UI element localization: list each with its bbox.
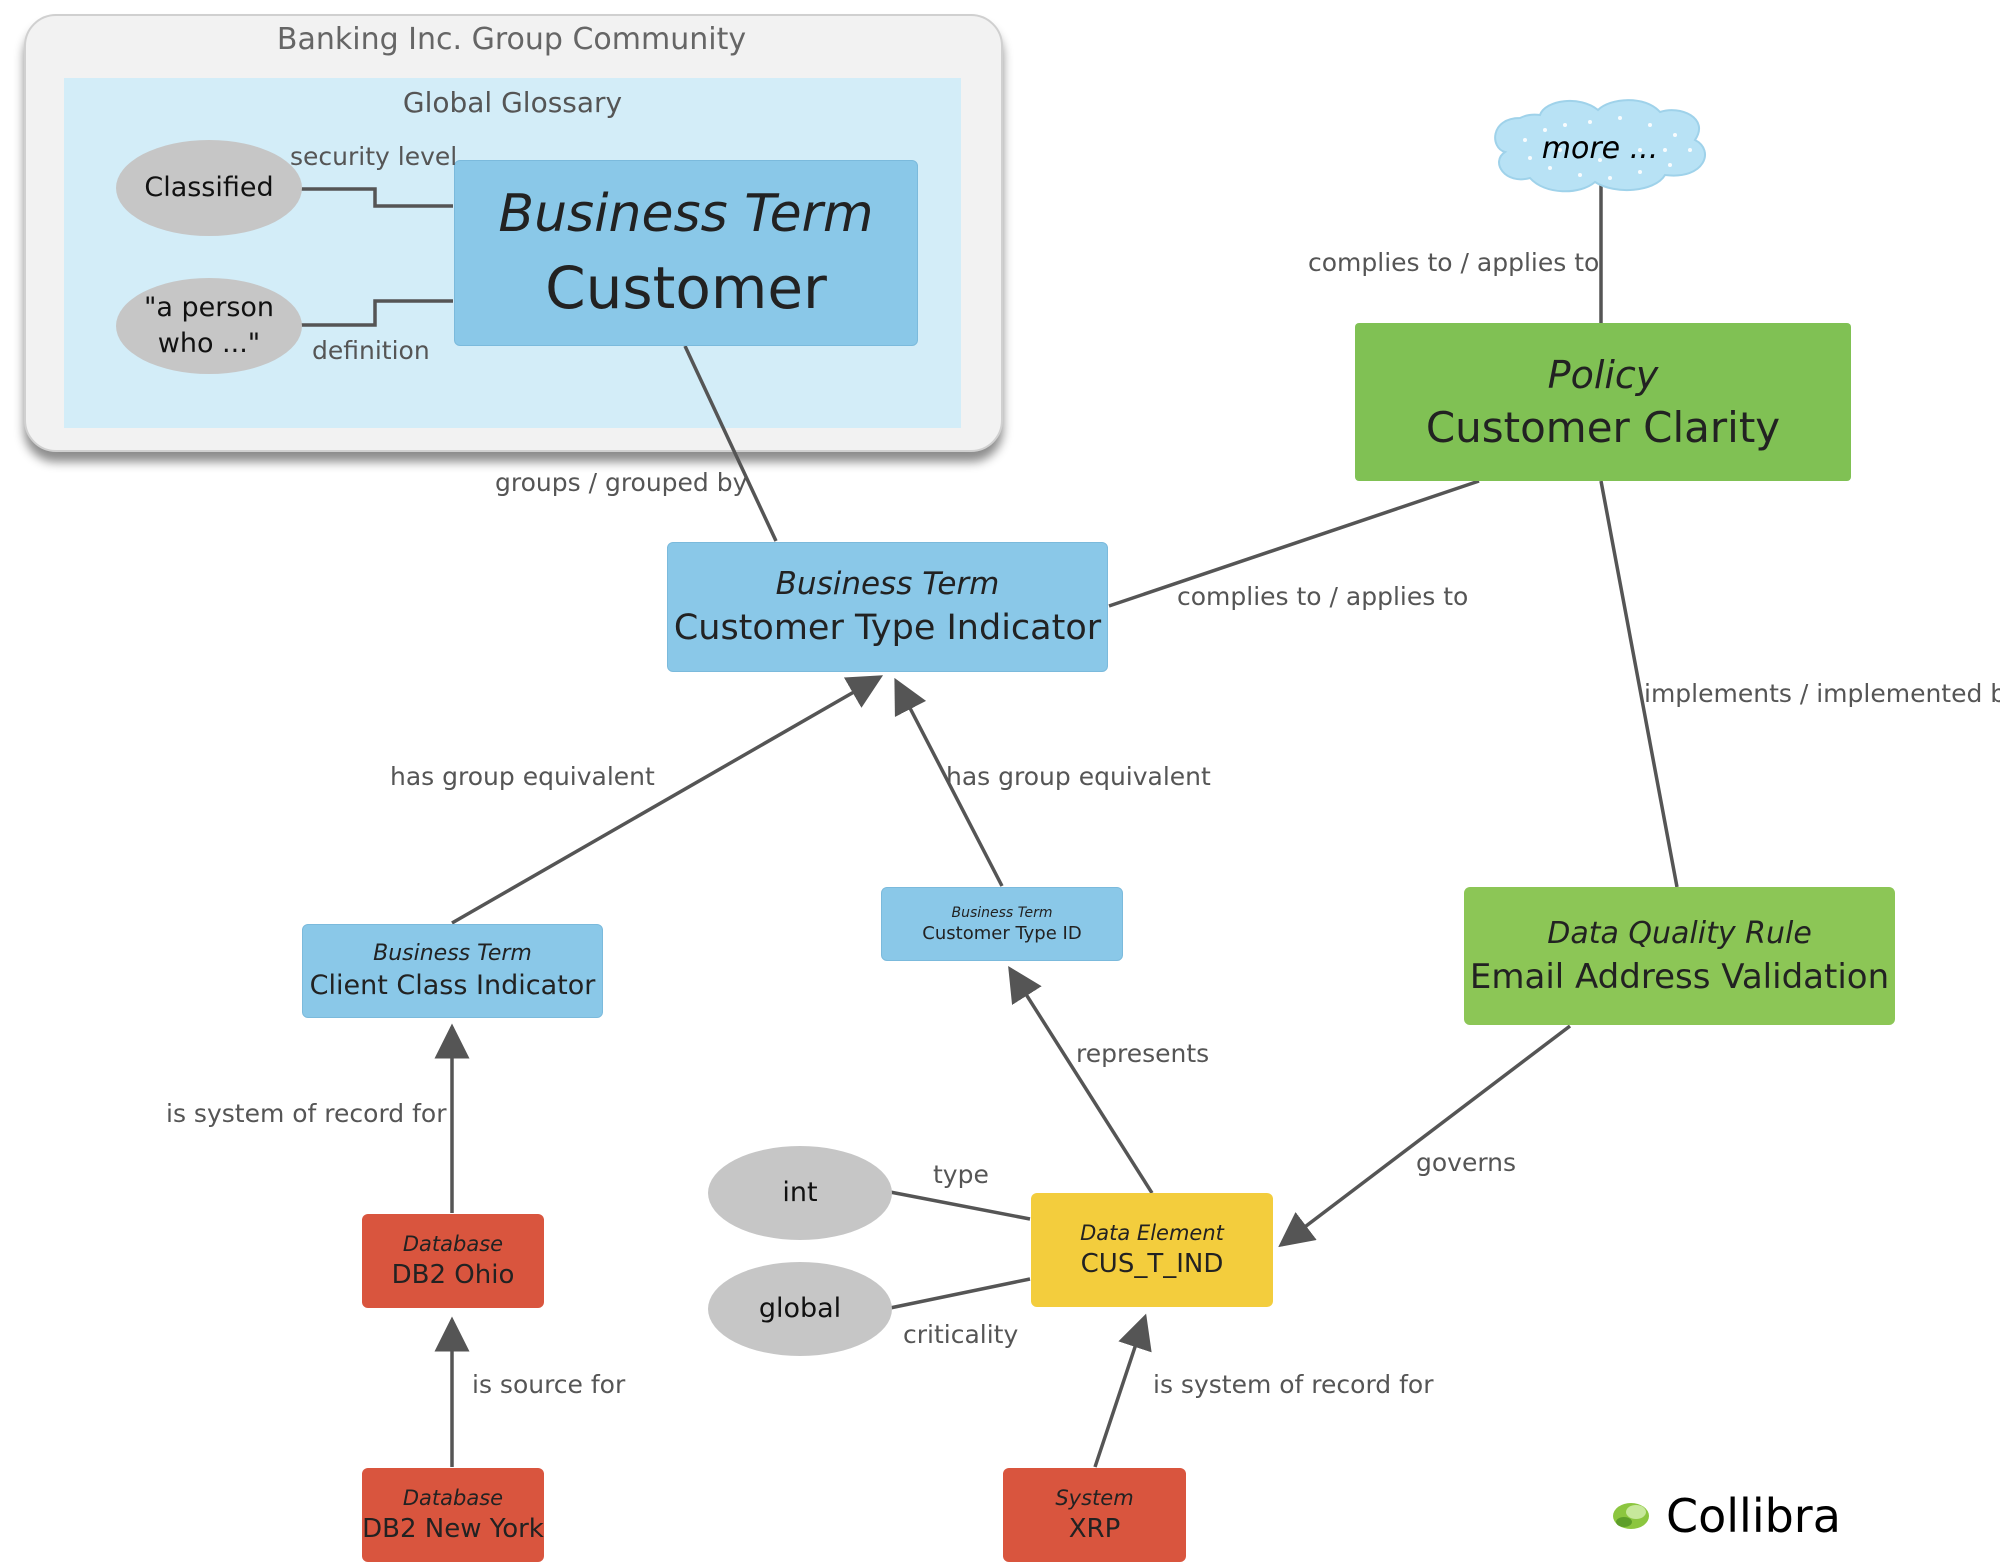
cloud-shape: [1494, 99, 1706, 193]
attr-classified: Classified: [116, 140, 302, 236]
node-business-term-client-class-indicator[interactable]: Business Term Client Class Indicator: [302, 924, 603, 1018]
relation-label-governs: governs: [1416, 1148, 1517, 1177]
attr-classified-label: Classified: [144, 171, 274, 203]
relation-label-criticality: criticality: [903, 1320, 1019, 1349]
node-name: DB2 Ohio: [391, 1260, 515, 1290]
attr-int: int: [708, 1146, 892, 1240]
node-data-quality-rule-email-validation[interactable]: Data Quality Rule Email Address Validati…: [1464, 887, 1895, 1025]
edge-definition: [300, 299, 453, 327]
relation-label-has-group-equiv-left: has group equivalent: [390, 762, 655, 791]
relation-label-has-group-equiv-right: has group equivalent: [946, 762, 1211, 791]
node-type: Data Element: [1080, 1221, 1224, 1245]
relation-label-represents: represents: [1076, 1039, 1210, 1068]
edge-implements: [1599, 480, 1679, 888]
attr-int-label: int: [782, 1176, 818, 1208]
edge-complies-mid: [1108, 479, 1480, 608]
relation-label-is-source-for: is source for: [472, 1370, 626, 1399]
node-policy-customer-clarity[interactable]: Policy Customer Clarity: [1355, 323, 1851, 481]
edge-criticality: [889, 1277, 1031, 1310]
relation-label-type: type: [933, 1160, 989, 1189]
node-type: Business Term: [498, 184, 874, 244]
edge-groups: [683, 345, 778, 542]
relation-label-complies-top: complies to / applies to: [1308, 248, 1600, 277]
node-business-term-customer-type-id[interactable]: Business Term Customer Type ID: [881, 887, 1123, 961]
edge-type: [889, 1190, 1031, 1221]
relation-label-implements: implements / implemented by: [1644, 679, 2000, 708]
edge-represents: [1008, 966, 1154, 1194]
attr-global: global: [708, 1262, 892, 1356]
attr-global-label: global: [758, 1292, 842, 1324]
node-name: Customer Clarity: [1425, 402, 1781, 452]
node-type: Database: [402, 1232, 504, 1256]
node-name: Email Address Validation: [1469, 956, 1890, 997]
relation-label-definition: definition: [312, 336, 430, 365]
attr-definition-line1: "a person: [143, 291, 275, 323]
glossary-title: Global Glossary: [402, 86, 623, 119]
node-type: Business Term: [775, 566, 1000, 602]
relation-label-is-sor-bottom: is system of record for: [1153, 1370, 1434, 1399]
cloud-label: more ...: [1542, 131, 1659, 166]
edge-has-group-equiv-right: [894, 677, 1004, 887]
node-type: Policy: [1547, 352, 1659, 397]
node-type: Database: [402, 1486, 504, 1510]
node-type: Data Quality Rule: [1547, 915, 1812, 951]
node-business-term-customer[interactable]: Business Term Customer: [454, 160, 918, 346]
node-type: Business Term: [373, 941, 532, 966]
attr-definition-line2: who ...": [157, 328, 261, 359]
node-name: Customer Type Indicator: [673, 608, 1102, 648]
edge-sor-bottom: [1093, 1313, 1152, 1468]
node-name: DB2 New York: [362, 1514, 544, 1544]
attr-definition: "a person who ...": [116, 278, 302, 374]
node-type: Business Term: [951, 904, 1053, 921]
collibra-logo-text: Collibra: [1666, 1489, 1841, 1543]
edge-governs: [1278, 1024, 1572, 1248]
node-name: Customer Type ID: [922, 922, 1082, 944]
node-name: CUS_T_IND: [1080, 1249, 1224, 1279]
node-database-db2-ohio[interactable]: Database DB2 Ohio: [362, 1214, 544, 1308]
node-data-element-cus-t-ind[interactable]: Data Element CUS_T_IND: [1031, 1193, 1273, 1307]
node-name: Customer: [545, 254, 827, 322]
edge-has-group-equiv-left: [451, 675, 884, 925]
relation-label-groups: groups / grouped by: [495, 468, 748, 497]
node-name: XRP: [1068, 1514, 1121, 1544]
node-database-db2-new-york[interactable]: Database DB2 New York: [362, 1468, 544, 1562]
node-type: System: [1055, 1486, 1134, 1510]
edge-security-level: [300, 187, 453, 208]
node-name: Client Class Indicator: [309, 970, 596, 1001]
node-system-xrp[interactable]: System XRP: [1003, 1468, 1186, 1562]
community-title: Banking Inc. Group Community: [276, 22, 747, 57]
relation-label-security-level: security level: [290, 142, 458, 171]
collibra-logo-icon: [1613, 1503, 1649, 1529]
relation-label-is-sor-left: is system of record for: [166, 1099, 447, 1128]
relation-label-complies-mid: complies to / applies to: [1177, 582, 1469, 611]
node-business-term-customer-type-indicator[interactable]: Business Term Customer Type Indicator: [667, 542, 1108, 672]
